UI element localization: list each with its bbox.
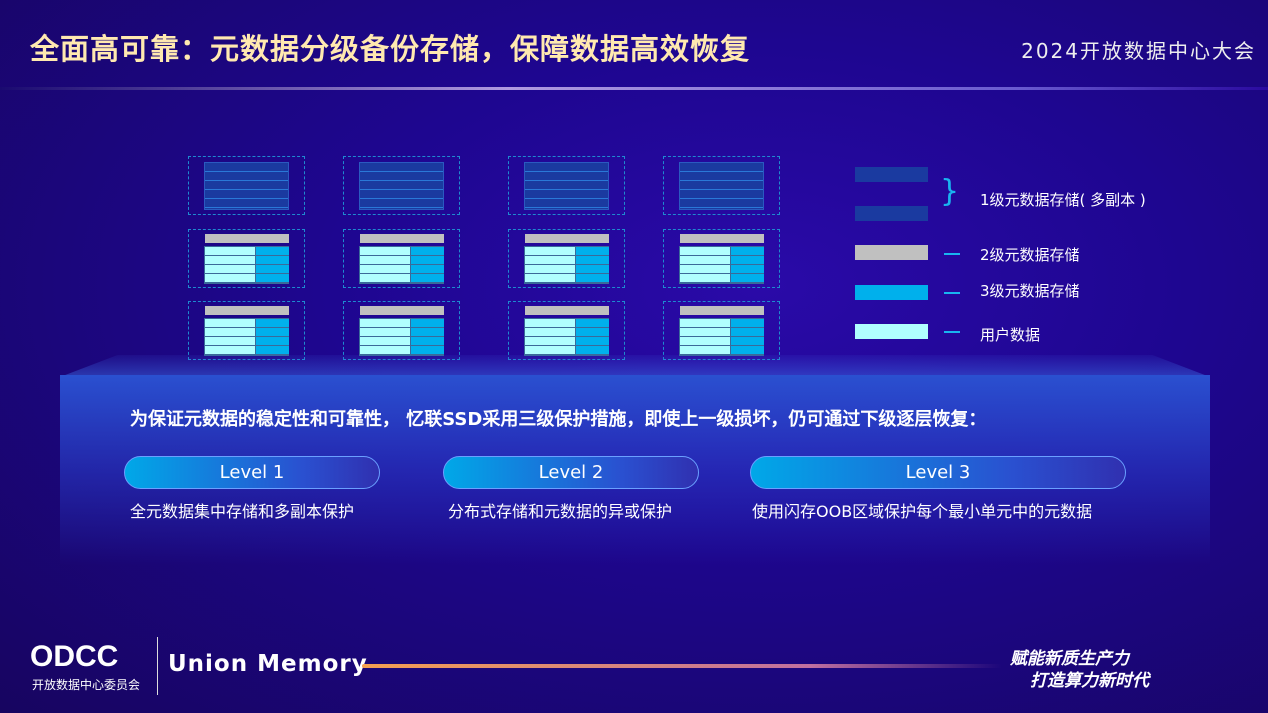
level1-metadata bbox=[524, 162, 609, 210]
divider bbox=[157, 637, 158, 695]
data-block bbox=[188, 229, 305, 288]
level2-metadata bbox=[205, 306, 289, 315]
level1-metadata bbox=[679, 162, 764, 210]
legend-dash bbox=[944, 331, 960, 333]
user-data-table bbox=[359, 318, 444, 356]
user-data-table bbox=[524, 318, 609, 356]
level2-metadata bbox=[680, 234, 764, 243]
odcc-logo: ODCC bbox=[30, 640, 119, 673]
company-name: Union Memory bbox=[168, 651, 368, 677]
legend-swatch-level1 bbox=[855, 167, 928, 182]
level2-metadata bbox=[360, 234, 444, 243]
level2-metadata bbox=[525, 306, 609, 315]
level-2-badge: Level 2 bbox=[443, 456, 699, 489]
legend-dash bbox=[944, 253, 960, 255]
page-title: 全面高可靠：元数据分级备份存储，保障数据高效恢复 bbox=[30, 32, 751, 66]
legend-swatch-user bbox=[855, 324, 928, 339]
legend-swatch-level2 bbox=[855, 245, 928, 260]
slogan: 赋能新质生产力 打造算力新时代 bbox=[1010, 648, 1149, 692]
data-block bbox=[663, 301, 780, 360]
conference-name: 2024开放数据中心大会 bbox=[1021, 39, 1256, 63]
level-3-text: 使用闪存OOB区域保护每个最小单元中的元数据 bbox=[752, 502, 1093, 521]
level2-metadata bbox=[525, 234, 609, 243]
user-data-table bbox=[204, 246, 289, 284]
data-block bbox=[508, 229, 625, 288]
brace-icon: } bbox=[940, 174, 960, 209]
legend-label: 2级元数据存储 bbox=[980, 246, 1080, 264]
level-1-text: 全元数据集中存储和多副本保护 bbox=[130, 502, 355, 521]
user-data-table bbox=[679, 318, 764, 356]
legend-label: 1级元数据存储( 多副本 ) bbox=[980, 191, 1146, 209]
level1-metadata-block bbox=[188, 156, 305, 215]
divider bbox=[0, 87, 1268, 90]
level1-metadata-block bbox=[343, 156, 460, 215]
level-2-text: 分布式存储和元数据的异或保护 bbox=[448, 502, 673, 521]
user-data-table bbox=[679, 246, 764, 284]
legend-label: 用户数据 bbox=[980, 326, 1041, 344]
data-block bbox=[188, 301, 305, 360]
data-block bbox=[343, 229, 460, 288]
legend-dash bbox=[944, 292, 960, 294]
decorative-line bbox=[362, 664, 1002, 668]
slogan-line-1: 赋能新质生产力 bbox=[1010, 649, 1129, 669]
user-data-table bbox=[204, 318, 289, 356]
level2-metadata bbox=[205, 234, 289, 243]
level1-metadata bbox=[359, 162, 444, 210]
user-data-table bbox=[359, 246, 444, 284]
level1-metadata-block bbox=[663, 156, 780, 215]
legend-swatch-level1 bbox=[855, 206, 928, 221]
description: 为保证元数据的稳定性和可靠性， 忆联SSD采用三级保护措施，即使上一级损坏，仍可… bbox=[130, 409, 987, 430]
odcc-subtitle: 开放数据中心委员会 bbox=[32, 678, 141, 692]
legend-swatch-level3 bbox=[855, 285, 928, 300]
platform-top bbox=[60, 355, 1210, 377]
user-data-table bbox=[524, 246, 609, 284]
level2-metadata bbox=[360, 306, 444, 315]
data-block bbox=[508, 301, 625, 360]
data-block bbox=[663, 229, 780, 288]
level1-metadata bbox=[204, 162, 289, 210]
legend-label: 3级元数据存储 bbox=[980, 282, 1080, 300]
slogan-line-2: 打造算力新时代 bbox=[1030, 671, 1149, 691]
level-1-badge: Level 1 bbox=[124, 456, 380, 489]
data-block bbox=[343, 301, 460, 360]
level2-metadata bbox=[680, 306, 764, 315]
level1-metadata-block bbox=[508, 156, 625, 215]
level-3-badge: Level 3 bbox=[750, 456, 1126, 489]
